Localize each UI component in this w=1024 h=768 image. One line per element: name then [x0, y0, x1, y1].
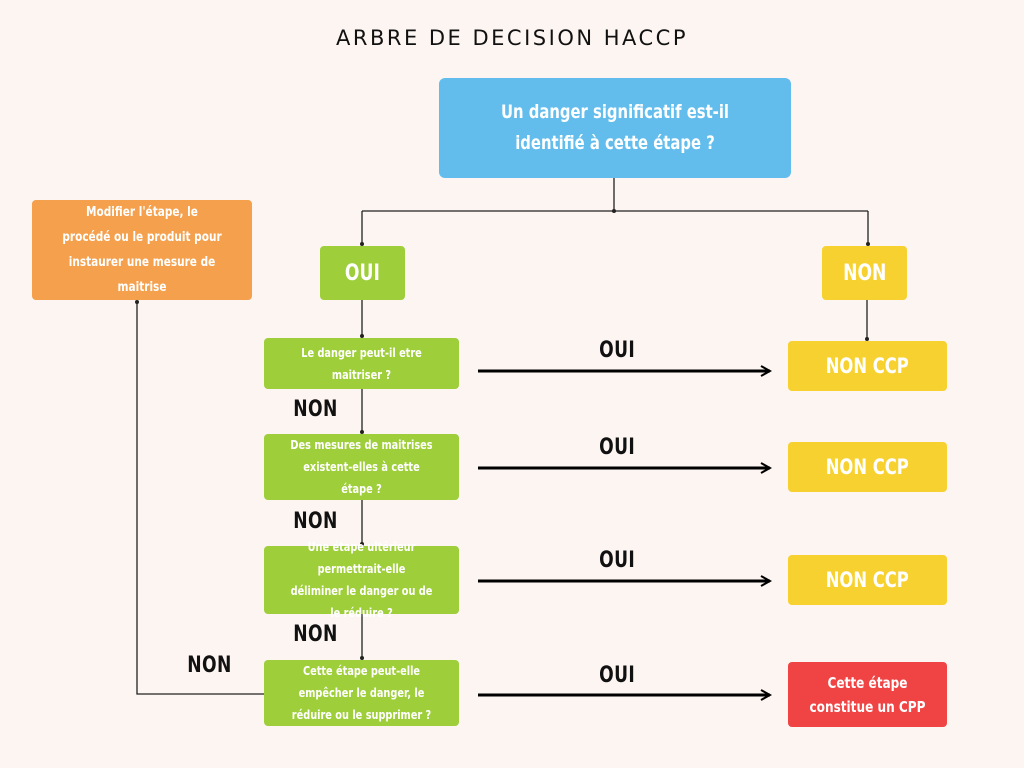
result-box-3: NON CCP	[788, 555, 947, 605]
modify-step-text: Modifier l'étape, le procédé ou le produ…	[62, 204, 222, 295]
branch-left-dot	[360, 242, 364, 246]
root-question-text: Un danger significatif est-il identifié …	[500, 101, 729, 154]
modify-step-box: Modifier l'étape, le procédé ou le produ…	[32, 200, 252, 300]
no-label-1: NON	[293, 397, 338, 422]
loop-back-line	[136, 302, 264, 695]
ccp-result-text: Cette étape constitue un CPP	[809, 673, 926, 716]
q3-to-q4-dot	[360, 656, 364, 660]
loop-no-label: NON	[187, 653, 232, 678]
yes-label-1: OUI	[599, 338, 636, 363]
q2-to-q3-dot	[360, 542, 364, 546]
result-text-3: NON CCP	[825, 568, 910, 592]
loop-back-dot	[135, 300, 139, 304]
no-branch-box: NON	[822, 246, 907, 300]
no-label-2: NON	[293, 509, 338, 534]
no-branch-label: NON	[842, 260, 887, 286]
question-text-4: Cette étape peut-elle empêcher le danger…	[291, 663, 432, 722]
yes-branch-label: OUI	[345, 260, 380, 286]
question-text-2: Des mesures de maitrises existent-elles …	[290, 437, 433, 496]
q1-to-q2-dot	[360, 430, 364, 434]
yes-branch-box: OUI	[320, 246, 405, 300]
non-to-result-dot	[865, 337, 869, 341]
question-box-4: Cette étape peut-elle empêcher le danger…	[264, 660, 459, 726]
question-box-3: Une étape ultérieur permettrait-elle dél…	[264, 539, 459, 620]
ccp-result-box: Cette étape constitue un CPP	[788, 662, 947, 727]
result-text-2: NON CCP	[825, 455, 910, 479]
yes-label-3: OUI	[599, 548, 636, 573]
question-box-2: Des mesures de maitrises existent-elles …	[264, 434, 459, 500]
question-box-1: Le danger peut-il etre maitriser ?	[264, 338, 459, 389]
yes-label-4: OUI	[599, 663, 636, 688]
yes-label-2: OUI	[599, 435, 636, 460]
branch-right-dot	[866, 242, 870, 246]
result-box-1: NON CCP	[788, 341, 947, 391]
diagram-title: ARBRE DE DECISION HACCP	[335, 26, 689, 50]
question-text-3: Une étape ultérieur permettrait-elle dél…	[290, 539, 433, 620]
oui-to-q1-dot	[360, 334, 364, 338]
question-text-1: Le danger peut-il etre maitriser ?	[301, 344, 422, 382]
root-question-box: Un danger significatif est-il identifié …	[439, 78, 791, 178]
result-text-1: NON CCP	[825, 354, 910, 378]
result-box-2: NON CCP	[788, 442, 947, 492]
no-label-3: NON	[293, 622, 338, 647]
